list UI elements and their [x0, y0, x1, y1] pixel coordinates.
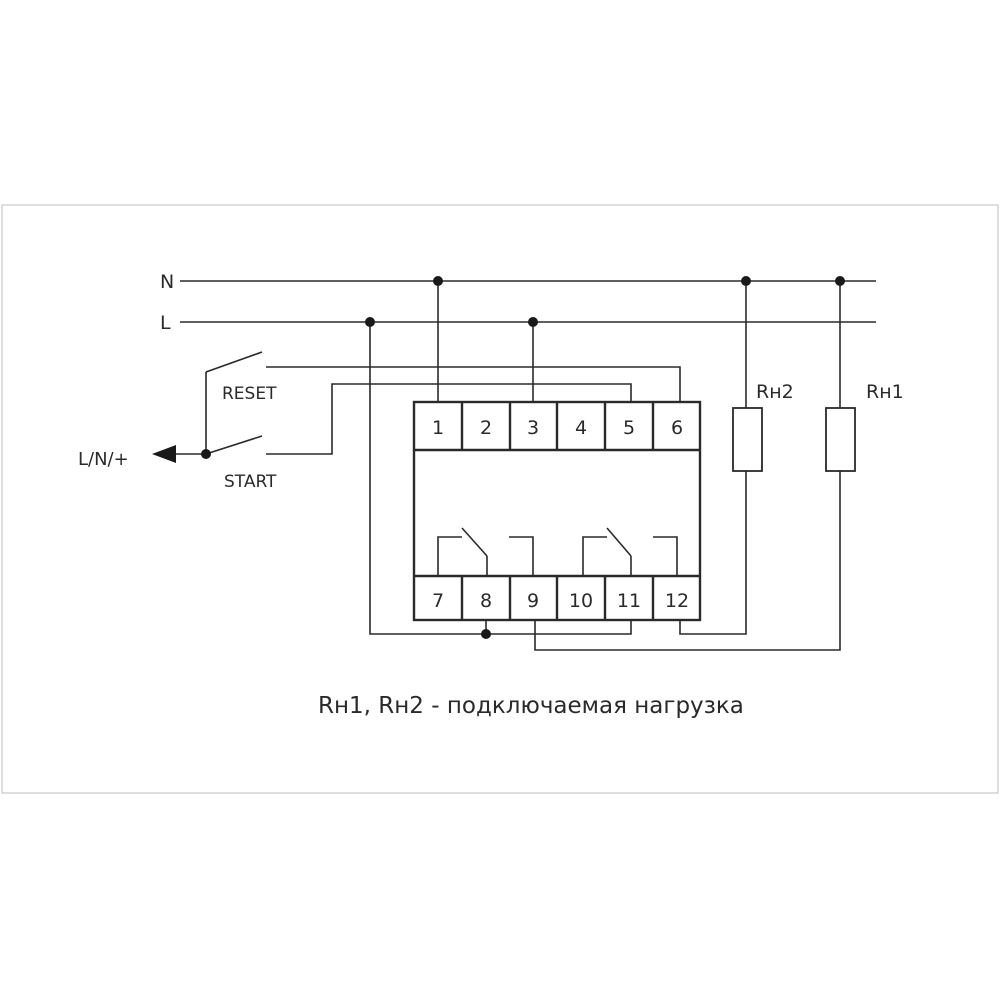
start-switch-blade — [205, 435, 263, 455]
terminal-11: 11 — [617, 590, 641, 612]
bus-n-label: N — [160, 271, 174, 293]
terminal-4: 4 — [575, 417, 587, 439]
reset-label: RESET — [222, 384, 277, 404]
load-rh2-resistor — [732, 407, 763, 472]
caption: Rн1, Rн2 - подключаемая нагрузка — [318, 693, 744, 719]
terminal-3: 3 — [527, 417, 539, 439]
terminal-5: 5 — [623, 417, 635, 439]
terminal-10: 10 — [569, 590, 593, 612]
source-arrow-icon — [152, 445, 176, 463]
start-label: START — [224, 472, 277, 492]
terminal-12: 12 — [665, 590, 689, 612]
wire-l-to-common — [369, 322, 632, 635]
relay-contact-2-icon — [582, 527, 678, 576]
wire-reset-to-terminal-6 — [266, 366, 681, 402]
relay-contact-1-icon — [437, 527, 534, 576]
junction-dots — [201, 276, 845, 639]
terminal-9: 9 — [527, 590, 539, 612]
wire-terminal-12-to-rh2 — [679, 471, 747, 635]
top-terminal-dividers — [460, 402, 655, 450]
source-label: L/N/+ — [78, 449, 129, 470]
terminal-7: 7 — [432, 590, 444, 612]
load-rh2-label: Rн2 — [756, 381, 794, 403]
terminal-8: 8 — [480, 590, 492, 612]
terminal-6: 6 — [671, 417, 683, 439]
load-rh1-label: Rн1 — [866, 381, 904, 403]
terminal-2: 2 — [480, 417, 492, 439]
bottom-terminal-dividers — [460, 576, 655, 620]
terminal-1: 1 — [432, 417, 444, 439]
wire-terminal-9-to-rh1 — [534, 471, 841, 651]
bus-l-label: L — [160, 312, 171, 334]
load-rh1-resistor — [825, 407, 856, 472]
reset-switch-blade — [205, 351, 263, 373]
wire-start-to-terminal-5 — [266, 383, 632, 455]
